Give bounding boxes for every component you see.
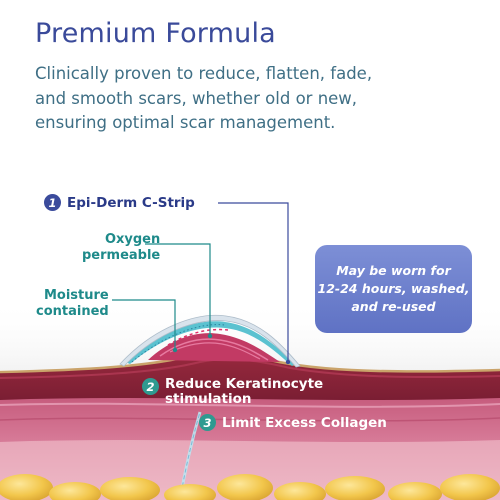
callout-leader-lines [112, 202, 291, 365]
step-number-badge: 2 [142, 378, 159, 395]
step-label-line: Reduce Keratinocyte [165, 376, 324, 392]
subtitle-line: ensuring optimal scar management. [35, 113, 336, 132]
subtitle: Clinically proven to reduce, flatten, fa… [35, 62, 495, 136]
subtitle-line: Clinically proven to reduce, flatten, fa… [35, 64, 373, 83]
info-line: May be worn for [336, 263, 451, 278]
subtitle-line: and smooth scars, whether old or new, [35, 88, 358, 108]
callout-oxygen-permeable: Oxygen permeable [82, 232, 160, 264]
callout-moisture-contained: Moisture contained [36, 288, 109, 320]
callout-line: permeable [82, 248, 161, 263]
fat-layer [0, 474, 500, 500]
step-number-badge: 3 [199, 414, 216, 431]
step-3-limit-excess-collagen: 3 Limit Excess Collagen [199, 414, 387, 431]
callout-line: contained [36, 304, 109, 319]
step-1-epi-derm-c-strip: 1 Epi-Derm C-Strip [44, 194, 195, 211]
callout-line: Oxygen [104, 232, 161, 247]
callout-line: Moisture [43, 288, 109, 303]
step-number-badge: 1 [44, 194, 61, 211]
step-2-reduce-keratinocyte: 2 Reduce Keratinocyte stimulation [142, 377, 323, 407]
step-label-line: stimulation [165, 391, 252, 407]
step-label: Epi-Derm C-Strip [67, 194, 195, 211]
wear-info-box: May be worn for 12-24 hours, washed, and… [315, 245, 472, 333]
info-line: and re-used [351, 299, 436, 314]
step-label: Reduce Keratinocyte stimulation [165, 377, 323, 407]
scar-tissue [148, 333, 280, 362]
info-line: 12-24 hours, washed, [317, 281, 470, 296]
c-strip-gel-layer [125, 321, 295, 366]
page-title: Premium Formula [35, 18, 276, 49]
epidermis-layer [0, 351, 500, 400]
c-strip-outer-layer [119, 314, 301, 368]
step-label: Limit Excess Collagen [222, 414, 387, 431]
